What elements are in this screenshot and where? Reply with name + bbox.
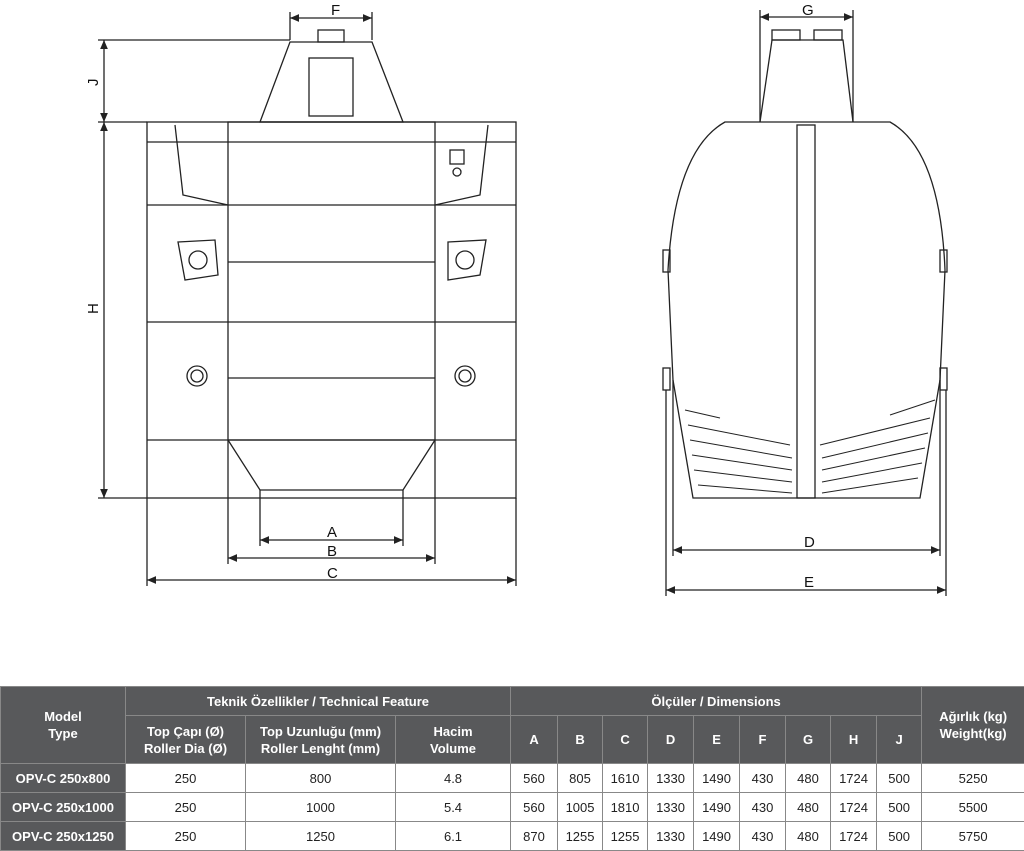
table-cell: 1330 [648,822,694,851]
weight-header: Ağırlık (kg)Weight(kg) [922,687,1024,764]
dim-column-header: E [694,716,740,764]
dim-column-header: C [603,716,648,764]
table-cell: 805 [558,764,603,793]
table-cell: 4.8 [396,764,511,793]
table-cell: 250 [126,764,246,793]
dimensions-header: Ölçüler / Dimensions [511,687,922,716]
table-cell: 430 [740,822,786,851]
side-view: G D E [663,2,947,596]
table-cell: 430 [740,764,786,793]
table-cell: 5500 [922,793,1024,822]
table-cell: 1255 [558,822,603,851]
technical-feature-header: Teknik Özellikler / Technical Feature [126,687,511,716]
dim-column-header: B [558,716,603,764]
dim-label-h: H [85,303,102,314]
table-cell: 1250 [246,822,396,851]
model-cell: OPV-C 250x1250 [1,822,126,851]
table-cell: 1610 [603,764,648,793]
table-cell: 250 [126,822,246,851]
dim-column-header: H [831,716,877,764]
table-cell: 1330 [648,793,694,822]
table-cell: 1490 [694,764,740,793]
dim-label-g: G [802,2,814,19]
model-cell: OPV-C 250x1000 [1,793,126,822]
dim-label-f: F [331,2,340,19]
table-cell: 1724 [831,764,877,793]
table-cell: 250 [126,793,246,822]
table-cell: 800 [246,764,396,793]
table-cell: 5750 [922,822,1024,851]
table-cell: 5.4 [396,793,511,822]
dim-column-header: J [877,716,922,764]
table-cell: 560 [511,764,558,793]
dim-label-c: C [327,565,338,582]
dim-column-header: D [648,716,694,764]
dim-label-b: B [327,543,337,560]
bolt-icon [455,366,475,386]
table-cell: 480 [786,822,831,851]
front-view: F J H A B C [85,2,516,586]
bolt-icon [448,240,486,280]
table-cell: 500 [877,793,922,822]
bolt-icon [187,366,207,386]
tech-column-header: Top Uzunluğu (mm)Roller Lenght (mm) [246,716,396,764]
tech-column-header: Top Çapı (Ø)Roller Dia (Ø) [126,716,246,764]
dim-label-d: D [804,534,815,551]
dim-label-a: A [327,524,337,541]
table-cell: 480 [786,793,831,822]
table-cell: 1490 [694,822,740,851]
vent-slots [685,400,935,493]
dim-label-e: E [804,574,814,591]
dim-label-j: J [85,79,102,87]
table-cell: 870 [511,822,558,851]
table-cell: 480 [786,764,831,793]
bolt-icon [178,240,218,280]
dim-column-header: F [740,716,786,764]
table-cell: 1724 [831,793,877,822]
table-cell: 560 [511,793,558,822]
table-cell: 1810 [603,793,648,822]
dim-column-header: A [511,716,558,764]
table-cell: 1330 [648,764,694,793]
table-cell: 1724 [831,822,877,851]
table-cell: 1000 [246,793,396,822]
table-cell: 500 [877,764,922,793]
model-cell: OPV-C 250x800 [1,764,126,793]
table-cell: 500 [877,822,922,851]
table-cell: 6.1 [396,822,511,851]
table-cell: 1490 [694,793,740,822]
table-cell: 430 [740,793,786,822]
technical-drawing: F J H A B C G D E [0,0,1024,680]
table-cell: 5250 [922,764,1024,793]
table-cell: 1255 [603,822,648,851]
dim-column-header: G [786,716,831,764]
table-cell: 1005 [558,793,603,822]
